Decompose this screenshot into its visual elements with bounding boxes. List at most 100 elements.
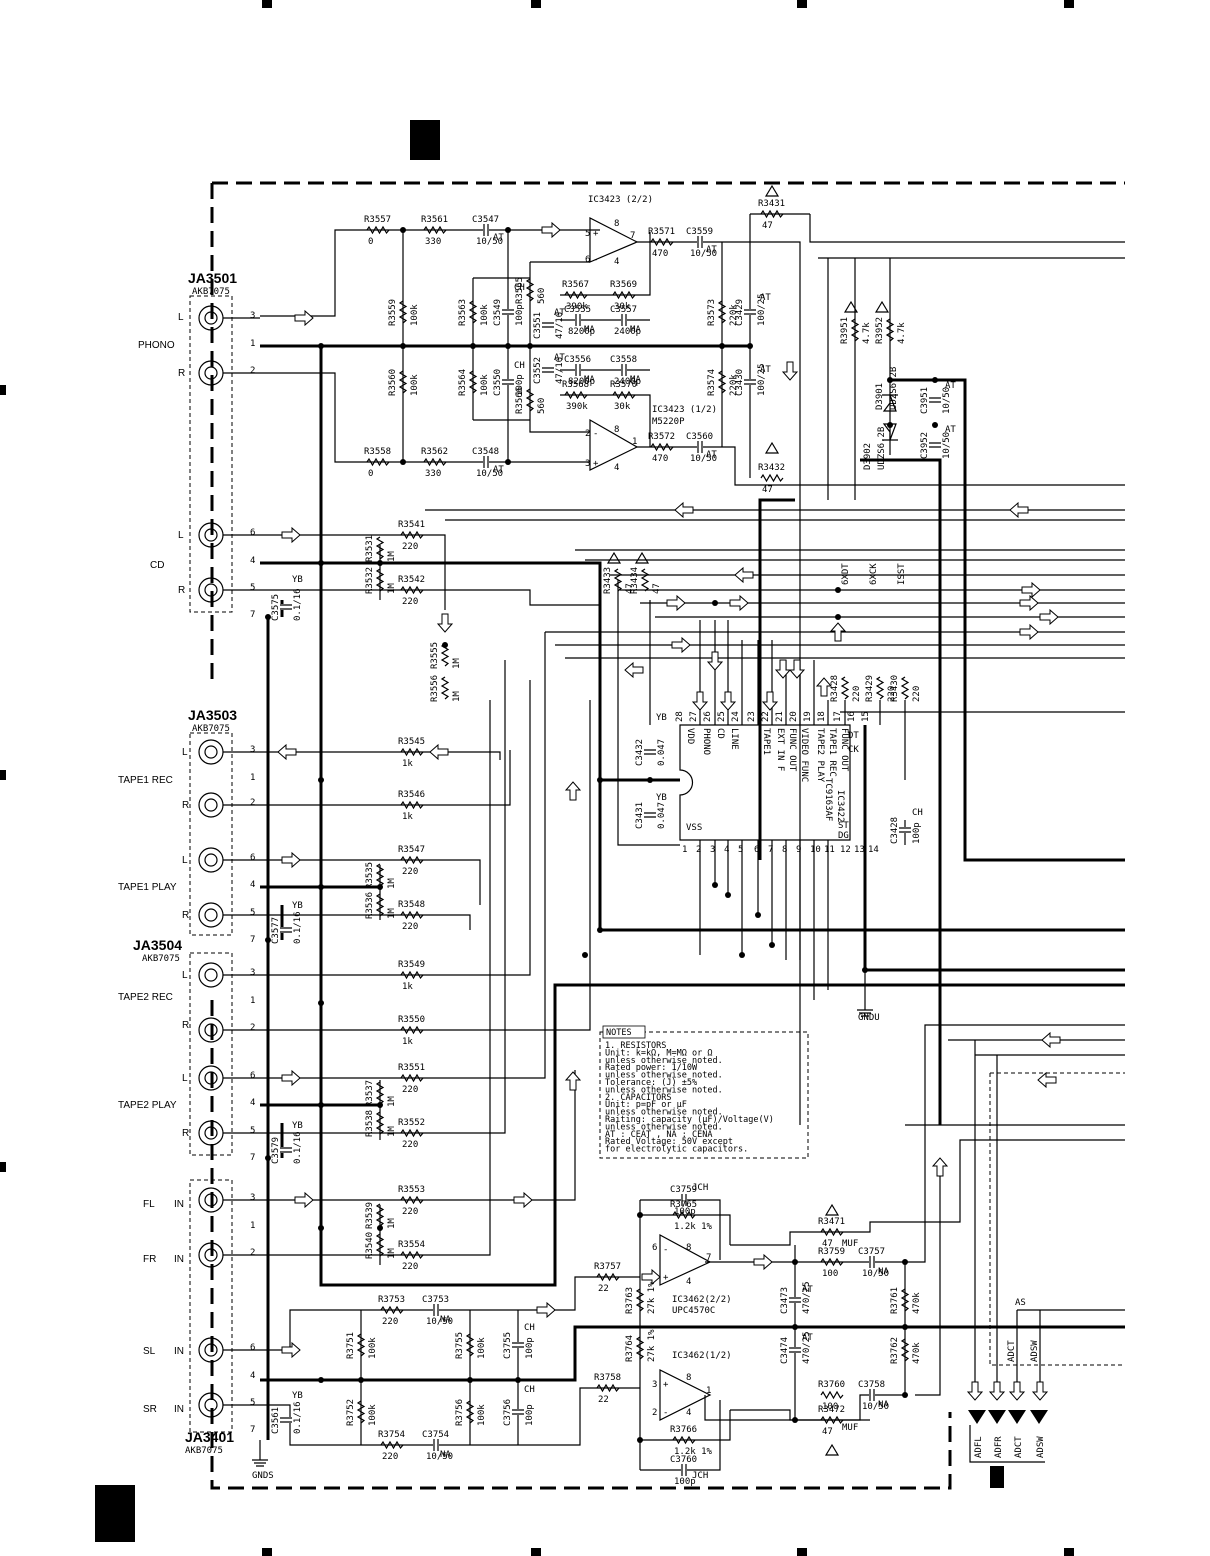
ic3422-pin-top: 16 [847, 711, 857, 722]
signal-arrow [761, 691, 779, 711]
capacitor-symbol [575, 364, 581, 376]
capacitor-symbol [502, 309, 514, 315]
ref-r3547: R3547 [398, 845, 425, 855]
ground-gnds: GNDS [252, 1471, 274, 1481]
tag-jch: JCH [692, 1183, 708, 1193]
value-r3539: 1M [387, 1218, 397, 1229]
ref-c3431: C3431 [635, 802, 645, 829]
signal-arrow [624, 661, 644, 679]
ref-c3556: C3556 [564, 355, 591, 365]
svg-text:+: + [593, 229, 599, 239]
resistor-symbol [612, 290, 636, 300]
signal-arrow [671, 636, 691, 654]
jack-inner [204, 1193, 218, 1207]
resistor-symbol [398, 300, 408, 324]
input-label-tape2-play: TAPE2 PLAY [118, 1100, 177, 1111]
svg-text:4: 4 [686, 1277, 691, 1287]
notes-lines: 1. RESISTORS Unit: k=kΩ, M=MΩ or Ω unles… [605, 1041, 774, 1155]
value-r3472: 47 [822, 1427, 833, 1437]
value-r3760: 100 [822, 1402, 838, 1412]
value-r3553: 220 [402, 1207, 418, 1217]
signal-arrow [1037, 1071, 1057, 1089]
ref-c3474: C3474 [780, 1337, 790, 1364]
ic3422-pin-top: 22 [761, 711, 771, 722]
resistor-symbol [635, 1336, 645, 1360]
ic3422-pin-bottom: 3 [710, 845, 715, 855]
ref-c3432: C3432 [635, 739, 645, 766]
svg-text:3: 3 [585, 459, 590, 469]
ref-r3567: R3567 [562, 280, 589, 290]
ref-c3558: C3558 [610, 355, 637, 365]
svg-text:-: - [663, 1245, 668, 1255]
ic3422-pin-label: CK [848, 745, 859, 755]
ic3422-pin-top: 17 [833, 711, 843, 722]
ref-r3573: R3573 [707, 299, 717, 326]
value-r3570: 30k [614, 402, 631, 412]
ic3422-pin-bottom: 13 [854, 845, 865, 855]
input-label-sl-in: IN [174, 1346, 184, 1357]
ic3422-pin-dg: DG [838, 831, 849, 841]
capacitor-symbol [744, 379, 756, 385]
resistor-symbol [356, 1400, 366, 1424]
jack-inner [204, 1071, 218, 1085]
notes-line: unless otherwise noted. [605, 1085, 723, 1095]
resistor-symbol [672, 1210, 696, 1220]
ic3422-pin-top: 23 [747, 711, 757, 722]
capacitor-symbol [512, 1342, 524, 1348]
ic3462b-label: IC3462(1/2) [672, 1351, 732, 1361]
value-c3428: 100p [912, 822, 922, 844]
ref-r3429: R3429 [865, 675, 875, 702]
value-c3758: 10/50 [862, 1402, 889, 1412]
signal-arrow [294, 1191, 314, 1209]
jack-inner [204, 908, 218, 922]
value-c3556: 8200p [568, 377, 595, 387]
resistor-symbol [375, 863, 385, 887]
resistor-symbol [375, 1233, 385, 1257]
input-label-sl: SL [143, 1346, 156, 1357]
ic3422-pin-label: PHONO [701, 728, 711, 755]
connector-label-ja3501: JA3501 [188, 270, 237, 286]
rca-jacks [198, 305, 260, 1418]
ic3422-pin-label: TAPE1 [761, 728, 771, 755]
resistor-symbol [465, 1333, 475, 1357]
notes-line: unless otherwise noted. [605, 1056, 723, 1066]
capacitor-symbol [697, 441, 703, 453]
bus-label-as: AS [1015, 1298, 1026, 1308]
svg-text:5: 5 [250, 908, 255, 918]
svg-text:2: 2 [250, 1023, 255, 1033]
channel-r-tape1-rec: R [182, 800, 189, 811]
ref-r3430: R3430 [890, 675, 900, 702]
ref-r3540: R3540 [365, 1232, 375, 1259]
resistor-symbol [398, 370, 408, 394]
ref-r3433: R3433 [603, 567, 613, 594]
jack-outer [198, 739, 224, 765]
signal-arrow [281, 526, 301, 544]
ref-r3536: R3536 [365, 892, 375, 919]
capacitor-symbol [280, 927, 292, 933]
resistor-symbol [375, 536, 385, 560]
channel-l-tape2-play: L [182, 1073, 188, 1084]
signal-arrow [829, 622, 847, 642]
capacitor-symbol [483, 456, 489, 468]
